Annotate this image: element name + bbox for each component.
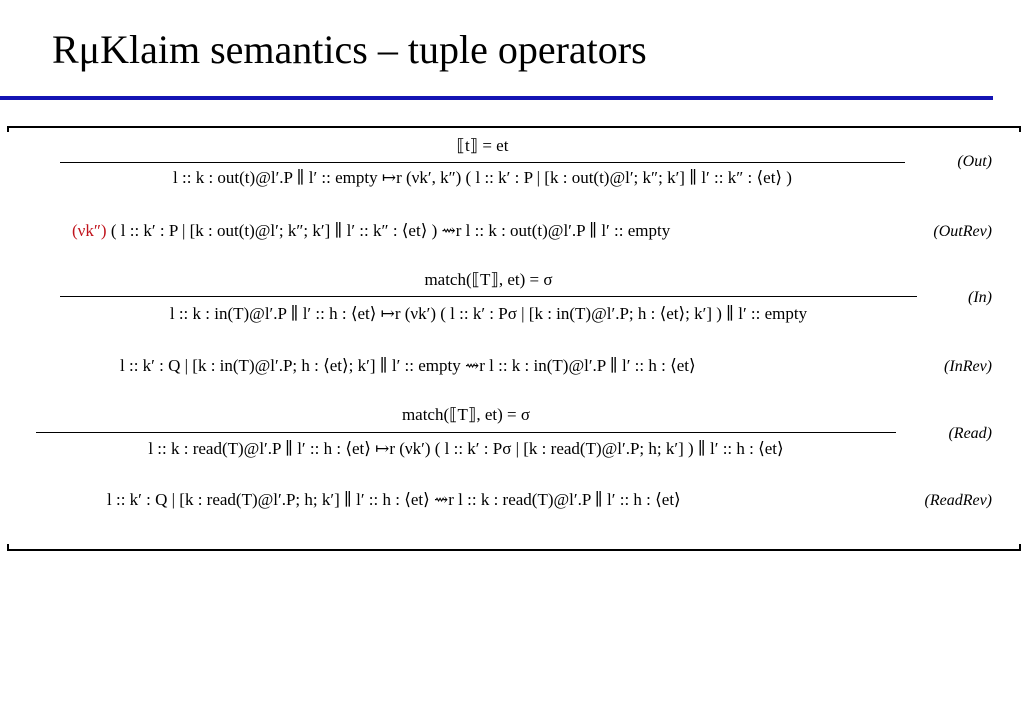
in-conclusion: l :: k : in(T)@l′.P ∥ l′ :: h : ⟨et⟩ ↦r … bbox=[169, 304, 808, 323]
in-rule-name: (In) bbox=[968, 289, 992, 306]
outrev-restriction: (νk″) bbox=[72, 221, 107, 240]
inrev-rule-name: (InRev) bbox=[944, 358, 992, 375]
frame-top-left-tick bbox=[7, 126, 9, 132]
in-fraction-line bbox=[60, 296, 917, 297]
in-premise: match(⟦T⟧, et) = σ bbox=[424, 270, 553, 289]
read-rule-name: (Read) bbox=[948, 425, 992, 442]
readrev-conclusion: l :: k′ : Q | [k : read(T)@l′.P; h; k′] … bbox=[107, 490, 681, 509]
frame-bottom-left-tick bbox=[7, 544, 9, 550]
out-premise: ⟦t⟧ = et bbox=[456, 136, 509, 155]
out-rule-name: (Out) bbox=[957, 153, 992, 170]
out-fraction-line bbox=[60, 162, 905, 163]
out-conclusion: l :: k : out(t)@l′.P ∥ l′ :: empty ↦r (ν… bbox=[173, 168, 792, 187]
frame-top-border bbox=[7, 126, 1021, 128]
slide-title: RμKlaim semantics – tuple operators bbox=[52, 27, 647, 72]
outrev-conclusion: (νk″) ( l :: k′ : P | [k : out(t)@l′; k″… bbox=[72, 221, 670, 241]
read-premise: match(⟦T⟧, et) = σ bbox=[401, 405, 531, 424]
frame-bottom-right-tick bbox=[1019, 544, 1021, 550]
outrev-body: ( l :: k′ : P | [k : out(t)@l′; k″; k′] … bbox=[106, 221, 671, 240]
outrev-rule-name: (OutRev) bbox=[933, 223, 992, 240]
frame-bottom-border bbox=[7, 549, 1021, 551]
title-underline bbox=[0, 96, 993, 100]
inrev-conclusion: l :: k′ : Q | [k : in(T)@l′.P; h : ⟨et⟩;… bbox=[120, 356, 696, 375]
read-fraction-line bbox=[36, 432, 896, 433]
read-conclusion: l :: k : read(T)@l′.P ∥ l′ :: h : ⟨et⟩ ↦… bbox=[148, 439, 784, 458]
readrev-rule-name: (ReadRev) bbox=[924, 492, 992, 509]
frame-top-right-tick bbox=[1019, 126, 1021, 132]
